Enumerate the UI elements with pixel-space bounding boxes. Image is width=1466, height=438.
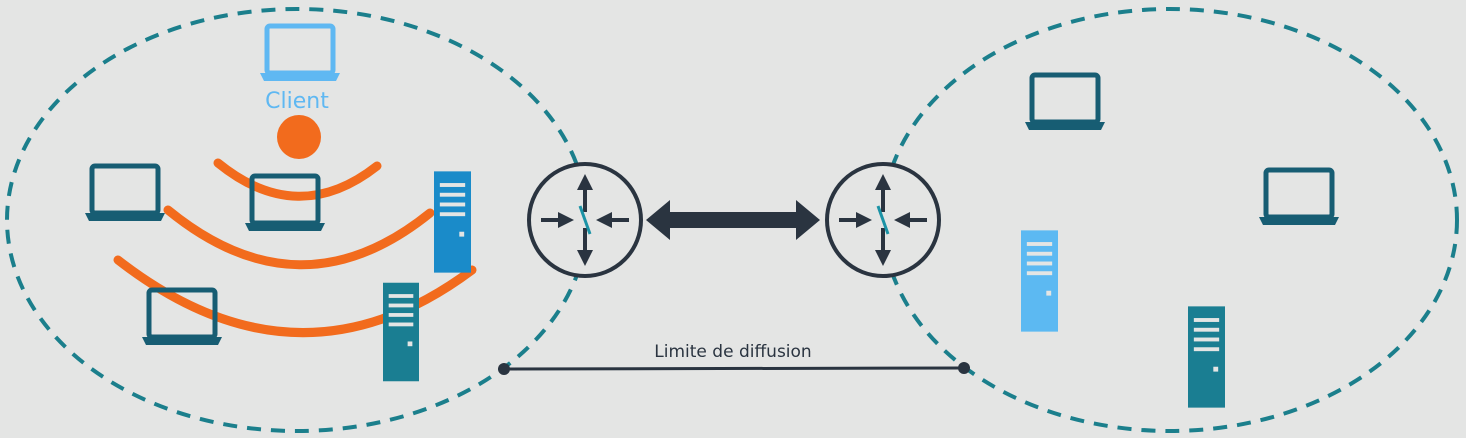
server-tower-icon[interactable] xyxy=(383,282,419,382)
server-tower-icon[interactable] xyxy=(1188,306,1225,408)
laptop-icon[interactable] xyxy=(1259,170,1339,225)
signal-wave-inner xyxy=(213,158,382,201)
signal-wave-outer xyxy=(113,255,477,338)
server-tower-icon[interactable] xyxy=(1021,230,1058,332)
client-label: Client xyxy=(265,89,329,114)
router-link-arrow xyxy=(646,200,820,240)
broadcast-dot-icon xyxy=(277,115,321,159)
router-icon[interactable] xyxy=(825,162,941,278)
broadcast-limit-label: Limite de diffusion xyxy=(654,342,811,362)
laptop-icon[interactable] xyxy=(1025,75,1105,130)
broadcast-signal-waves xyxy=(113,158,477,338)
signal-wave-middle xyxy=(163,205,435,270)
laptop-icon[interactable] xyxy=(85,166,165,221)
broadcast-domain-right-boundary xyxy=(881,7,1459,433)
client-laptop-icon[interactable] xyxy=(260,26,340,81)
broadcast-limit-line xyxy=(498,362,970,375)
server-tower-icon[interactable] xyxy=(434,171,471,273)
router-icon[interactable] xyxy=(527,162,643,278)
